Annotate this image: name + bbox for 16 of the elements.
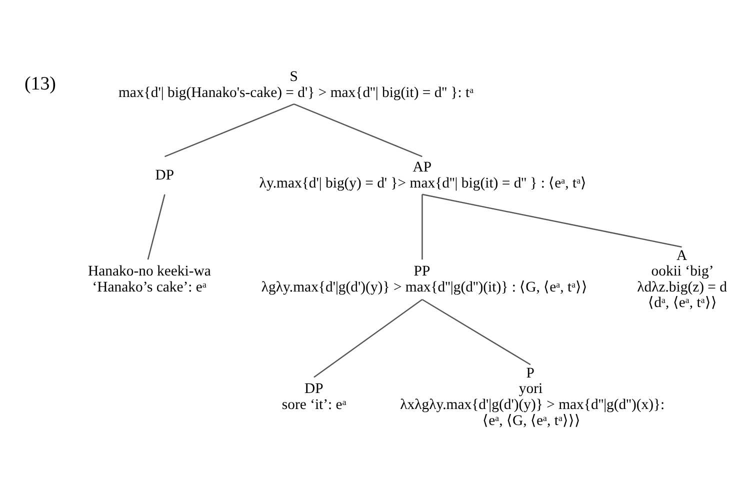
connector	[422, 194, 423, 260]
connector	[147, 194, 166, 260]
node-text: S max{d'| big(Hanako's-cake) = d'} > max{d''| big(it) = d'' }: tᵃ	[118, 69, 474, 101]
node-text: PP λgλy.max{d'|g(d')(y)} > max{d''|g(d'')(it)} : ⟨G, ⟨eᵃ, tᵃ⟩⟩	[261, 264, 588, 296]
node-text: Hanako-no keeki-wa ‘Hanako’s cake’: eᵃ	[88, 264, 211, 296]
connector	[422, 194, 682, 248]
node-text: DP sore ‘it’: eᵃ	[282, 381, 346, 413]
node-text: DP	[155, 167, 174, 184]
connector	[294, 103, 422, 158]
connector	[314, 298, 423, 378]
node-text: P yori λxλgλy.max{d'|g(d')(y)} > max{d''|g(d'')(x)}: ⟨eᵃ, ⟨G, ⟨eᵃ, tᵃ⟩⟩⟩	[400, 365, 665, 429]
label: (13)	[24, 74, 56, 95]
connector	[164, 103, 294, 158]
node-text: A ookii ‘big’ λdλz.big(z) = d ⟨dᵃ, ⟨eᵃ, tᵃ⟩⟩	[637, 248, 728, 312]
node-text: AP λy.max{d'| big(y) = d' }> max{d''| big(it) = d'' } : ⟨eᵃ, tᵃ⟩	[259, 160, 587, 192]
connector	[422, 298, 531, 366]
